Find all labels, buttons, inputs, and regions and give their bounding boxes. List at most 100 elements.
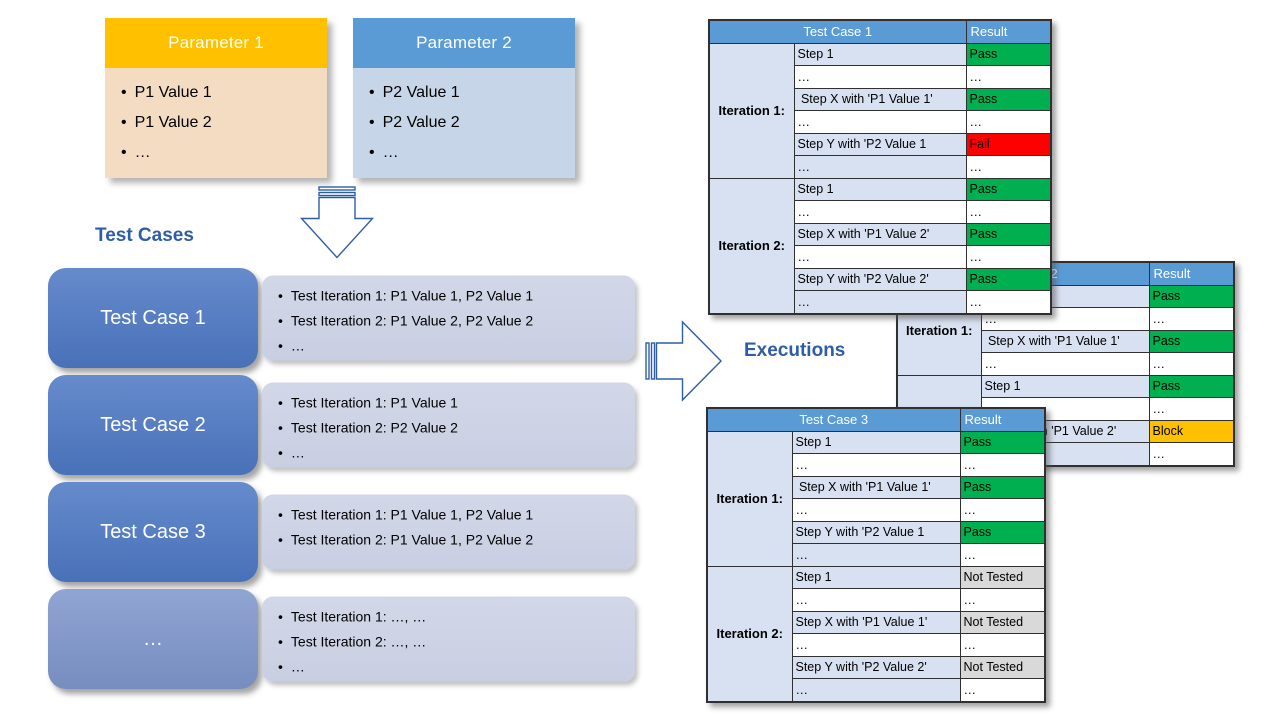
- iteration-label-cell: Iteration 2:: [708, 177, 795, 314]
- bullet-text: Test Iteration 1: P1 Value 1, P2 Value 1: [290, 287, 534, 304]
- striped-right-arrow-icon: [645, 320, 722, 402]
- result-cell: Not Tested: [959, 610, 1046, 634]
- step-cell: Step 1: [791, 430, 961, 454]
- result-cell: Pass: [959, 520, 1046, 544]
- test-cases-heading: Test Cases: [95, 225, 194, 246]
- step-cell: …: [793, 110, 967, 134]
- test-case-3-iterations-panel: •Test Iteration 1: P1 Value 1, P2 Value …: [262, 494, 635, 570]
- result-cell: …: [965, 155, 1052, 179]
- test-case-row-3: Test Case 3 •Test Iteration 1: P1 Value …: [48, 482, 640, 582]
- result-cell: …: [965, 290, 1052, 314]
- test-case-row-1: Test Case 1 • Test Iteration 1: P1 Value …: [48, 268, 640, 368]
- bullet-item: • Test Iteration 1: …, …: [278, 605, 629, 630]
- parameter-2-box: Parameter 2 • P2 Value 1 • P2 Value 2 •…: [353, 18, 575, 178]
- bullet-item: •Test Iteration 2: …, …: [278, 630, 629, 655]
- bullet-icon: •: [121, 144, 127, 161]
- test-case-1-box: Test Case 1: [48, 268, 258, 368]
- bullet-item: •…: [121, 138, 323, 168]
- step-cell: …: [791, 453, 961, 477]
- bullet-icon: •: [278, 658, 283, 675]
- step-cell: Step X with 'P1 Value 2': [793, 222, 967, 246]
- test-case-row-more: … •Test Iteration 1: …, …•Test Iteration…: [48, 589, 640, 689]
- bullet-text: P2 Value 1: [382, 84, 460, 101]
- step-cell: Step 1: [793, 177, 967, 201]
- step-row: Step X with 'P1 Value 1'Not Tested: [707, 610, 1046, 634]
- iteration-label-cell: Iteration 1:: [706, 430, 793, 567]
- bullet-text: Test Iteration 1: …, …: [290, 608, 427, 625]
- result-cell: …: [1148, 397, 1235, 421]
- step-row: ……: [709, 290, 1052, 314]
- test-case-1-iterations-panel: • Test Iteration 1: P1 Value 1, P2 Value …: [262, 275, 635, 361]
- bullet-item: •P1 Value 2: [121, 108, 323, 138]
- bullet-icon: •: [121, 114, 127, 131]
- bullet-item: •Test Iteration 1: P1 Value 1, P2 Value …: [278, 503, 629, 528]
- bullet-item: •Test Iteration 2: P1 Value 2, P2 Value …: [278, 309, 629, 334]
- step-cell: Step X with 'P1 Value 1': [791, 475, 961, 499]
- step-row: ……: [709, 65, 1052, 89]
- step-row: Step Y with 'P2 Value 2'Not Tested: [707, 655, 1046, 679]
- parameter-1-title: Parameter 1: [168, 33, 264, 52]
- bullet-item: • P1 Value 1: [121, 78, 323, 108]
- result-cell: Not Tested: [959, 565, 1046, 589]
- test-case-2-iterations-panel: • Test Iteration 1: P1 Value 1 • Test Itera…: [262, 382, 635, 468]
- bullet-icon: •: [121, 84, 127, 101]
- bullet-text: Test Iteration 2: P1 Value 2, P2 Value 2: [290, 312, 534, 329]
- result-cell: Pass: [965, 267, 1052, 291]
- step-cell: …: [793, 65, 967, 89]
- bullet-item: •…: [369, 138, 571, 168]
- step-cell: …: [791, 588, 961, 612]
- test-cases-list: Test Case 1 • Test Iteration 1: P1 Value …: [48, 268, 640, 696]
- result-cell: …: [965, 65, 1052, 89]
- result-cell: Pass: [959, 430, 1046, 454]
- step-row: ……: [707, 678, 1046, 702]
- bullet-item: •Test Iteration 2: P1 Value 1, P2 Value …: [278, 528, 629, 553]
- bullet-text: Test Iteration 2: …, …: [290, 633, 427, 650]
- result-cell: …: [959, 498, 1046, 522]
- step-cell: …: [793, 155, 967, 179]
- result-header-cell: Result: [959, 407, 1046, 432]
- result-cell: …: [965, 245, 1052, 269]
- result-cell: …: [959, 633, 1046, 657]
- step-cell: Step Y with 'P2 Value 2': [793, 267, 967, 291]
- parameter-2-title: Parameter 2: [416, 33, 512, 52]
- bullet-icon: •: [278, 337, 283, 354]
- bullet-icon: •: [278, 608, 283, 625]
- bullet-text: P1 Value 1: [134, 84, 212, 101]
- bullet-text: Test Iteration 2: P2 Value 2: [290, 419, 458, 436]
- step-row: Step X with 'P1 Value 1'Pass: [709, 87, 1052, 111]
- bullet-icon: •: [278, 444, 283, 461]
- result-cell: Pass: [1148, 329, 1235, 353]
- step-row: ……: [707, 453, 1046, 477]
- bullet-icon: •: [278, 394, 283, 411]
- step-cell: Step X with 'P1 Value 1': [791, 610, 961, 634]
- step-cell: …: [793, 200, 967, 224]
- result-cell: …: [1148, 442, 1235, 466]
- step-cell: Step X with 'P1 Value 1': [793, 87, 967, 111]
- table-title-cell: Test Case 3: [706, 407, 961, 432]
- bullet-item: • P2 Value 1: [369, 78, 571, 108]
- bullet-text: …: [382, 144, 399, 161]
- striped-down-arrow-icon: [299, 186, 375, 259]
- bullet-icon: •: [369, 84, 375, 101]
- result-cell: Pass: [965, 87, 1052, 111]
- test-case-row-2: Test Case 2 •Test Iteration 1: P1 Value …: [48, 375, 640, 475]
- bullet-text: P2 Value 2: [382, 114, 460, 131]
- result-cell: …: [959, 453, 1046, 477]
- bullet-text: Test Iteration 1: P1 Value 1: [290, 394, 458, 411]
- step-cell: Step 1: [793, 42, 967, 66]
- step-row: Step X with 'P1 Value 1'Pass: [707, 475, 1046, 499]
- bullet-text: Test Iteration 1: P1 Value 1, P2 Value 1: [290, 506, 534, 523]
- parameter-2-values-list: • P2 Value 1 • P2 Value 2 •…: [353, 68, 575, 178]
- step-cell: Step X with 'P1 Value 1': [980, 329, 1150, 353]
- bullet-icon: •: [369, 144, 375, 161]
- bullet-icon: •: [278, 419, 283, 436]
- result-cell: Pass: [965, 177, 1052, 201]
- bullet-text: Test Iteration 2: P1 Value 1, P2 Value 2: [290, 531, 534, 548]
